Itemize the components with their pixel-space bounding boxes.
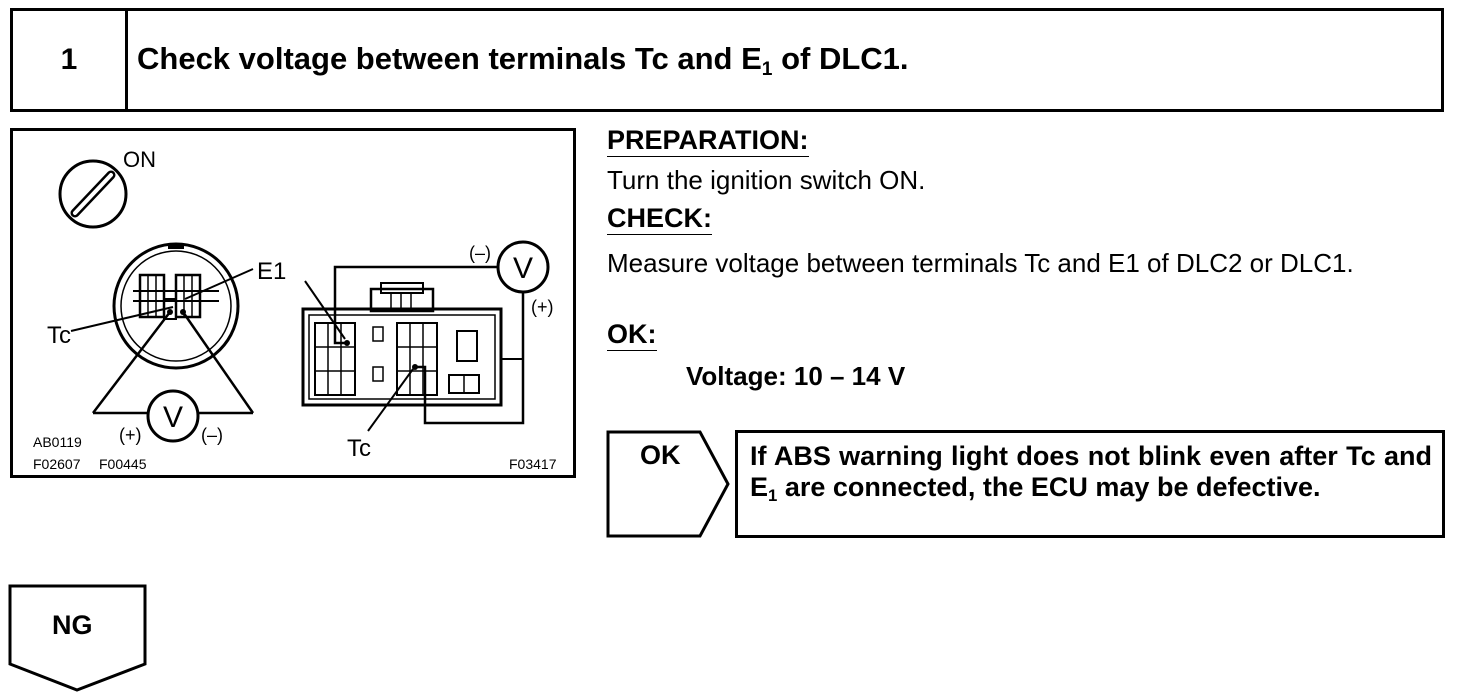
ok-arrow-icon: [606, 430, 730, 538]
voltmeter-icon-right: V: [496, 240, 550, 294]
ok-heading: OK:: [607, 320, 657, 352]
minus-left: (–): [201, 425, 223, 445]
ng-arrow-icon: [8, 584, 147, 692]
ok-result-subscript: 1: [768, 486, 778, 506]
ignition-key-icon: [58, 159, 128, 229]
check-heading: CHECK:: [607, 204, 712, 236]
dlc1-connector: [112, 242, 240, 370]
code-ab0119: AB0119: [33, 434, 82, 450]
step-header: 1 Check voltage between terminals Tc and…: [10, 8, 1444, 112]
meter-symbol-left: V: [163, 401, 183, 434]
step-title: Check voltage between terminals Tc and E…: [137, 41, 909, 81]
plus-right: (+): [531, 297, 554, 317]
preparation-text: Turn the ignition switch ON.: [607, 165, 926, 195]
ok-result-text-end: are connected, the ECU may be defective.: [777, 472, 1321, 502]
check-text: Measure voltage between terminals Tc and…: [607, 248, 1354, 278]
label-tc-left: Tc: [47, 322, 71, 349]
step-title-subscript: 1: [761, 58, 773, 80]
ok-result-text: If ABS warning light does not blink even…: [750, 441, 1432, 502]
dlc2-connector: [301, 282, 503, 407]
ng-label: NG: [52, 610, 93, 640]
ok-result-box: If ABS warning light does not blink even…: [735, 430, 1445, 538]
code-f02607: F02607: [33, 456, 81, 472]
preparation-heading: PREPARATION:: [607, 126, 809, 158]
code-f03417: F03417: [509, 456, 557, 472]
wiring-diagram: ON V (+) (–): [33, 147, 557, 472]
minus-right: (–): [469, 243, 491, 263]
meter-symbol-right: V: [513, 252, 533, 285]
ok-label: OK: [640, 440, 681, 470]
label-e1: E1: [257, 258, 286, 285]
step-title-end: of DLC1.: [772, 41, 909, 76]
step-title-text: Check voltage between terminals Tc and E: [137, 41, 762, 76]
connector-illustration: ON V (+) (–): [10, 128, 576, 478]
ok-voltage-value: Voltage: 10 – 14 V: [686, 361, 906, 391]
plus-left: (+): [119, 425, 142, 445]
label-tc-right: Tc: [347, 435, 371, 462]
code-f00445: F00445: [99, 456, 147, 472]
step-number: 1: [13, 11, 128, 109]
label-on: ON: [123, 147, 156, 172]
voltmeter-icon-left: V: [146, 389, 200, 443]
